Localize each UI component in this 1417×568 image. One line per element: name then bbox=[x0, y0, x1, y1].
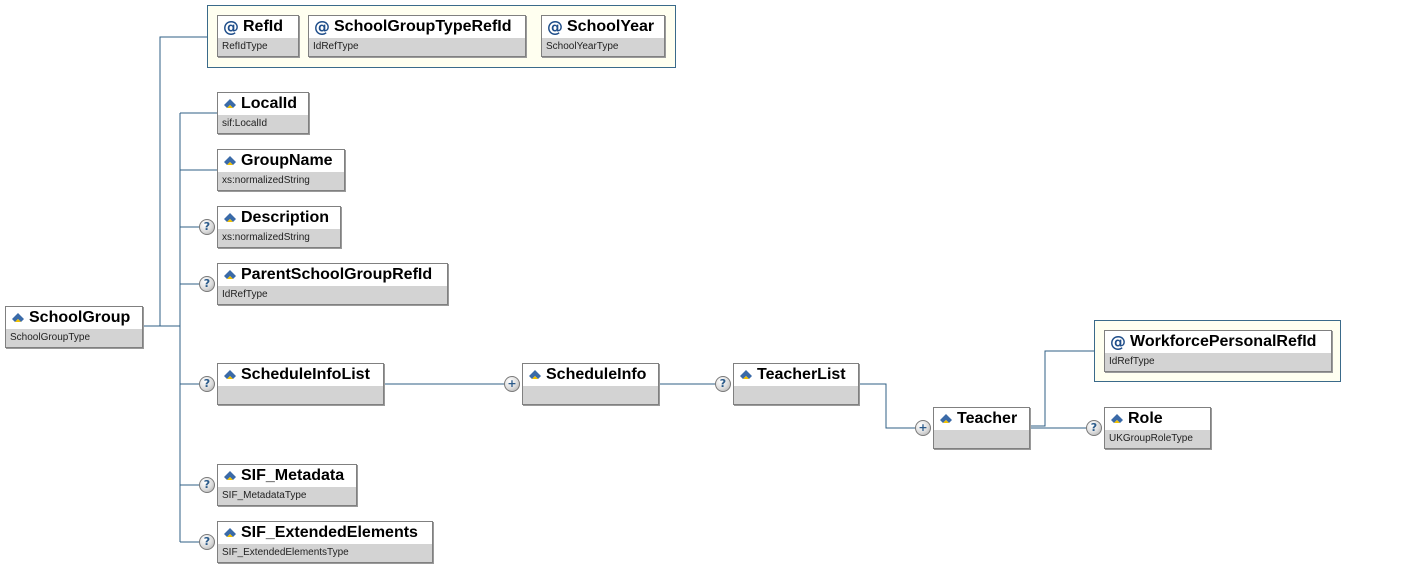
node-name: WorkforcePersonalRefId bbox=[1130, 333, 1317, 350]
attribute-refid[interactable]: @ RefId RefIdType bbox=[217, 15, 299, 57]
node-type: xs:normalizedString bbox=[222, 175, 310, 186]
teacherlist-node[interactable]: TeacherList bbox=[733, 363, 859, 405]
optional-badge[interactable]: ? bbox=[199, 477, 215, 493]
attribute-workforcepersonalrefid[interactable]: @ WorkforcePersonalRefId IdRefType bbox=[1104, 330, 1332, 372]
node-name: GroupName bbox=[241, 152, 333, 169]
sif-metadata-node[interactable]: SIF_Metadata SIF_MetadataType bbox=[217, 464, 357, 506]
element-icon bbox=[1111, 414, 1123, 423]
optional-badge[interactable]: ? bbox=[715, 376, 731, 392]
connector-teacher-attribute bbox=[1029, 350, 1095, 427]
teacher-attributes-group: @ WorkforcePersonalRefId IdRefType bbox=[1094, 320, 1341, 382]
node-name: ScheduleInfo bbox=[546, 366, 647, 383]
connector-teacher bbox=[858, 383, 916, 429]
optional-badge[interactable]: ? bbox=[199, 219, 215, 235]
attribute-schoolgrouptyperefid[interactable]: @ SchoolGroupTypeRefId IdRefType bbox=[308, 15, 526, 57]
element-icon bbox=[224, 270, 236, 279]
attribute-icon: @ bbox=[1110, 332, 1126, 351]
optional-badge[interactable]: ? bbox=[199, 534, 215, 550]
node-type: xs:normalizedString bbox=[222, 232, 310, 243]
attribute-icon: @ bbox=[223, 17, 239, 36]
node-type bbox=[218, 386, 383, 389]
node-name: SchoolGroup bbox=[29, 309, 131, 326]
element-icon bbox=[224, 528, 236, 537]
optional-badge[interactable]: ? bbox=[199, 376, 215, 392]
node-type: SIF_ExtendedElementsType bbox=[222, 547, 349, 558]
sif-extendedelements-node[interactable]: SIF_ExtendedElements SIF_ExtendedElement… bbox=[217, 521, 433, 563]
attribute-icon: @ bbox=[547, 17, 563, 36]
node-name: SIF_Metadata bbox=[241, 467, 345, 484]
role-node[interactable]: Role UKGroupRoleType bbox=[1104, 407, 1211, 449]
node-type bbox=[523, 386, 658, 389]
optional-badge[interactable]: ? bbox=[199, 276, 215, 292]
node-type: RefIdType bbox=[222, 41, 268, 52]
repeating-badge[interactable]: + bbox=[504, 376, 520, 392]
node-name: LocalId bbox=[241, 95, 298, 112]
node-type bbox=[934, 430, 1029, 433]
node-type: UKGroupRoleType bbox=[1109, 433, 1193, 444]
node-type: IdRefType bbox=[222, 289, 268, 300]
element-icon bbox=[940, 414, 952, 423]
node-name: Role bbox=[1128, 410, 1163, 427]
repeating-badge[interactable]: + bbox=[915, 420, 931, 436]
node-type bbox=[734, 386, 858, 389]
groupname-node[interactable]: GroupName xs:normalizedString bbox=[217, 149, 345, 191]
schoolgroup-node[interactable]: SchoolGroup SchoolGroupType bbox=[5, 306, 143, 348]
optional-badge[interactable]: ? bbox=[1086, 420, 1102, 436]
node-type: IdRefType bbox=[1109, 356, 1155, 367]
node-name: ScheduleInfoList bbox=[241, 366, 370, 383]
node-name: Teacher bbox=[957, 410, 1018, 427]
node-name: ParentSchoolGroupRefId bbox=[241, 266, 433, 283]
node-name: TeacherList bbox=[757, 366, 846, 383]
parentschoolgrouprefid-node[interactable]: ParentSchoolGroupRefId IdRefType bbox=[217, 263, 448, 305]
element-icon bbox=[224, 213, 236, 222]
teacher-node[interactable]: Teacher bbox=[933, 407, 1030, 449]
node-type: SIF_MetadataType bbox=[222, 490, 307, 501]
description-node[interactable]: Description xs:normalizedString bbox=[217, 206, 341, 248]
attribute-schoolyear[interactable]: @ SchoolYear SchoolYearType bbox=[541, 15, 665, 57]
node-name: SchoolGroupTypeRefId bbox=[334, 18, 512, 35]
element-icon bbox=[12, 313, 24, 322]
node-type: IdRefType bbox=[313, 41, 359, 52]
node-type: sif:LocalId bbox=[222, 118, 268, 129]
attribute-icon: @ bbox=[314, 17, 330, 36]
element-icon bbox=[224, 370, 236, 379]
element-icon bbox=[224, 471, 236, 480]
node-name: Description bbox=[241, 209, 330, 226]
node-name: RefId bbox=[243, 18, 283, 35]
attributes-group: @ RefId RefIdType @ SchoolGroupTypeRefId… bbox=[207, 5, 676, 68]
element-icon bbox=[740, 370, 752, 379]
scheduleinfo-node[interactable]: ScheduleInfo bbox=[522, 363, 659, 405]
localid-node[interactable]: LocalId sif:LocalId bbox=[217, 92, 309, 134]
node-name: SchoolYear bbox=[567, 18, 655, 35]
node-name: SIF_ExtendedElements bbox=[241, 524, 418, 541]
scheduleinfolist-node[interactable]: ScheduleInfoList bbox=[217, 363, 384, 405]
element-icon bbox=[224, 99, 236, 108]
node-type: SchoolGroupType bbox=[10, 332, 91, 343]
node-type: SchoolYearType bbox=[546, 41, 619, 52]
element-icon bbox=[224, 156, 236, 165]
element-icon bbox=[529, 370, 541, 379]
